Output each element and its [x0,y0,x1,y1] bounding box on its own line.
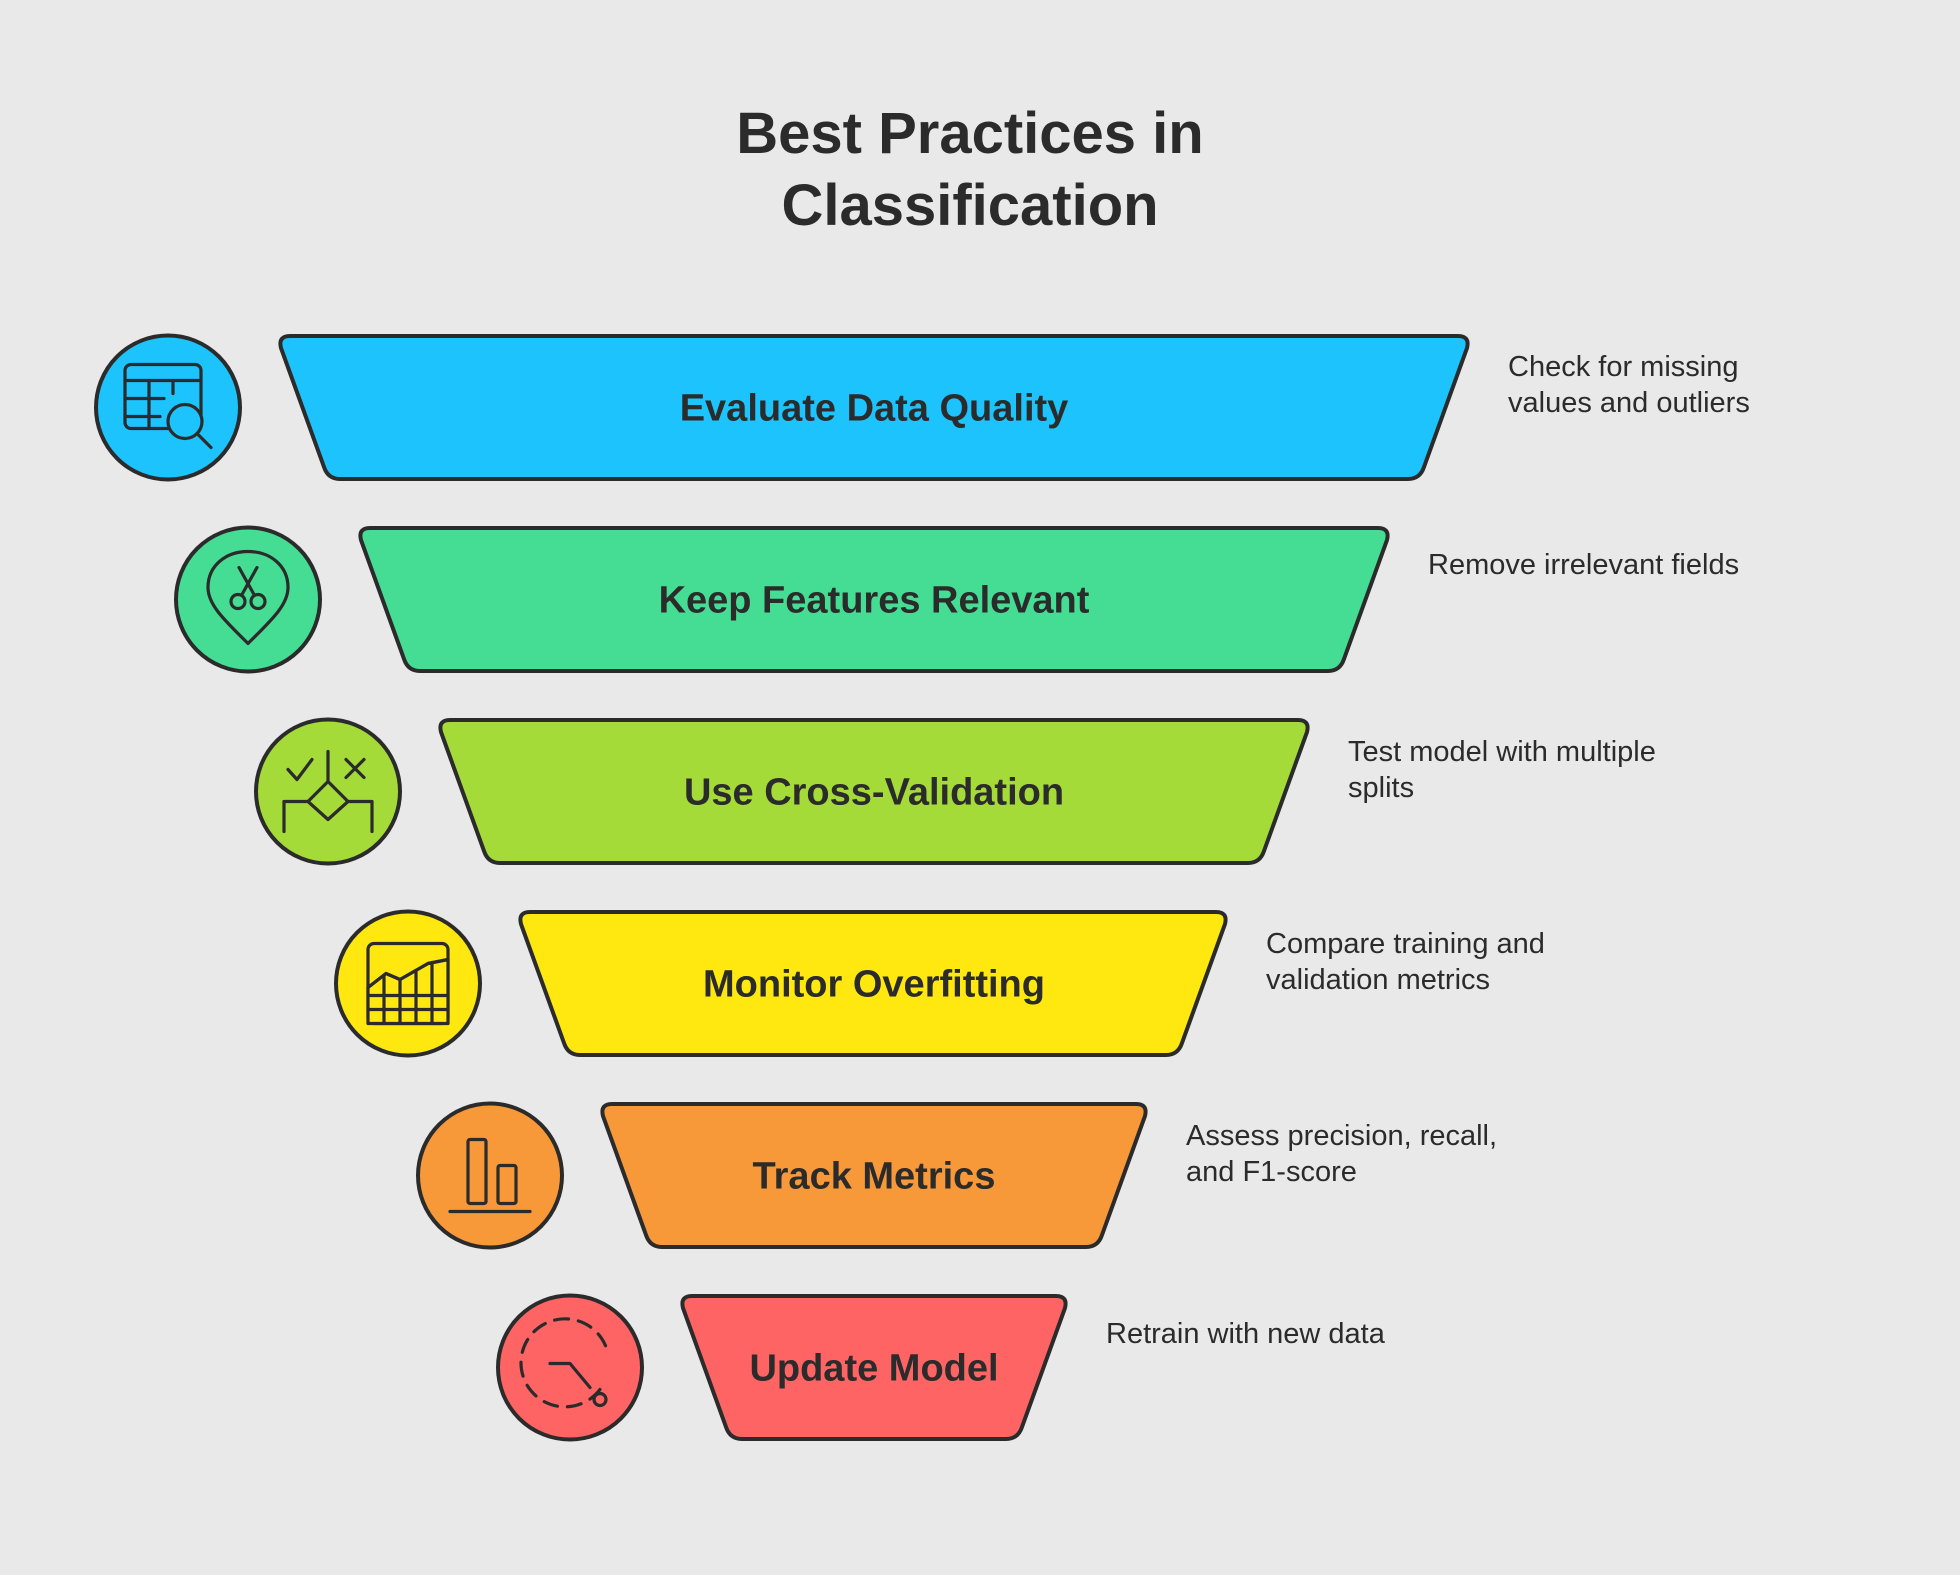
check-cross-split-icon [282,749,374,834]
funnel-step-3: Use Cross-Validation [254,717,1310,866]
funnel-band-6 [680,1294,1068,1441]
step-description-2: Remove irrelevant fields [1428,549,1740,581]
funnel-step-label-5: Track Metrics [753,1156,996,1198]
funnel-step-label-4: Monitor Overfitting [703,964,1045,1006]
funnel-step-2: Keep Features Relevant [174,525,1390,674]
funnel-band-4 [518,910,1228,1057]
title-line-1: Best Practices in [736,101,1204,166]
line-chart-grid-icon [366,941,450,1026]
funnel-step-6: Update Model [496,1293,1068,1442]
bar-chart-icon [448,1137,532,1214]
icon-badge-3 [254,717,402,866]
funnel-step-5: Track Metrics [416,1101,1148,1250]
step-description-5: Assess precision, recall, and F1-score [1186,1120,1498,1188]
step-description-1: Check for missing values and outliers [1508,351,1750,419]
funnel-band-1 [278,334,1470,481]
page-title: Best Practices in Classification [580,98,1360,242]
funnel-band-5 [600,1102,1148,1249]
step-description-4: Compare training and validation metrics [1266,928,1545,996]
scissors-pin-icon [206,549,290,646]
refresh-cycle-icon [519,1317,610,1409]
title-line-2: Classification [781,173,1159,238]
step-description-6: Retrain with new data [1106,1318,1385,1350]
icon-badge-2 [174,525,322,674]
step-description-3: Test model with multiple splits [1348,736,1656,804]
funnel-band-2 [358,526,1390,673]
funnel-step-label-6: Update Model [749,1348,998,1390]
table-search-icon [123,362,213,450]
icon-badge-1 [94,333,242,482]
funnel-step-label-2: Keep Features Relevant [659,580,1090,622]
funnel-step-4: Monitor Overfitting [334,909,1228,1058]
funnel-band-3 [438,718,1310,865]
icon-badge-5 [416,1101,564,1250]
funnel-step-label-3: Use Cross-Validation [684,772,1064,814]
icon-badge-6 [496,1293,644,1442]
funnel-step-1: Evaluate Data Quality [94,333,1470,482]
funnel-step-label-1: Evaluate Data Quality [680,388,1069,430]
